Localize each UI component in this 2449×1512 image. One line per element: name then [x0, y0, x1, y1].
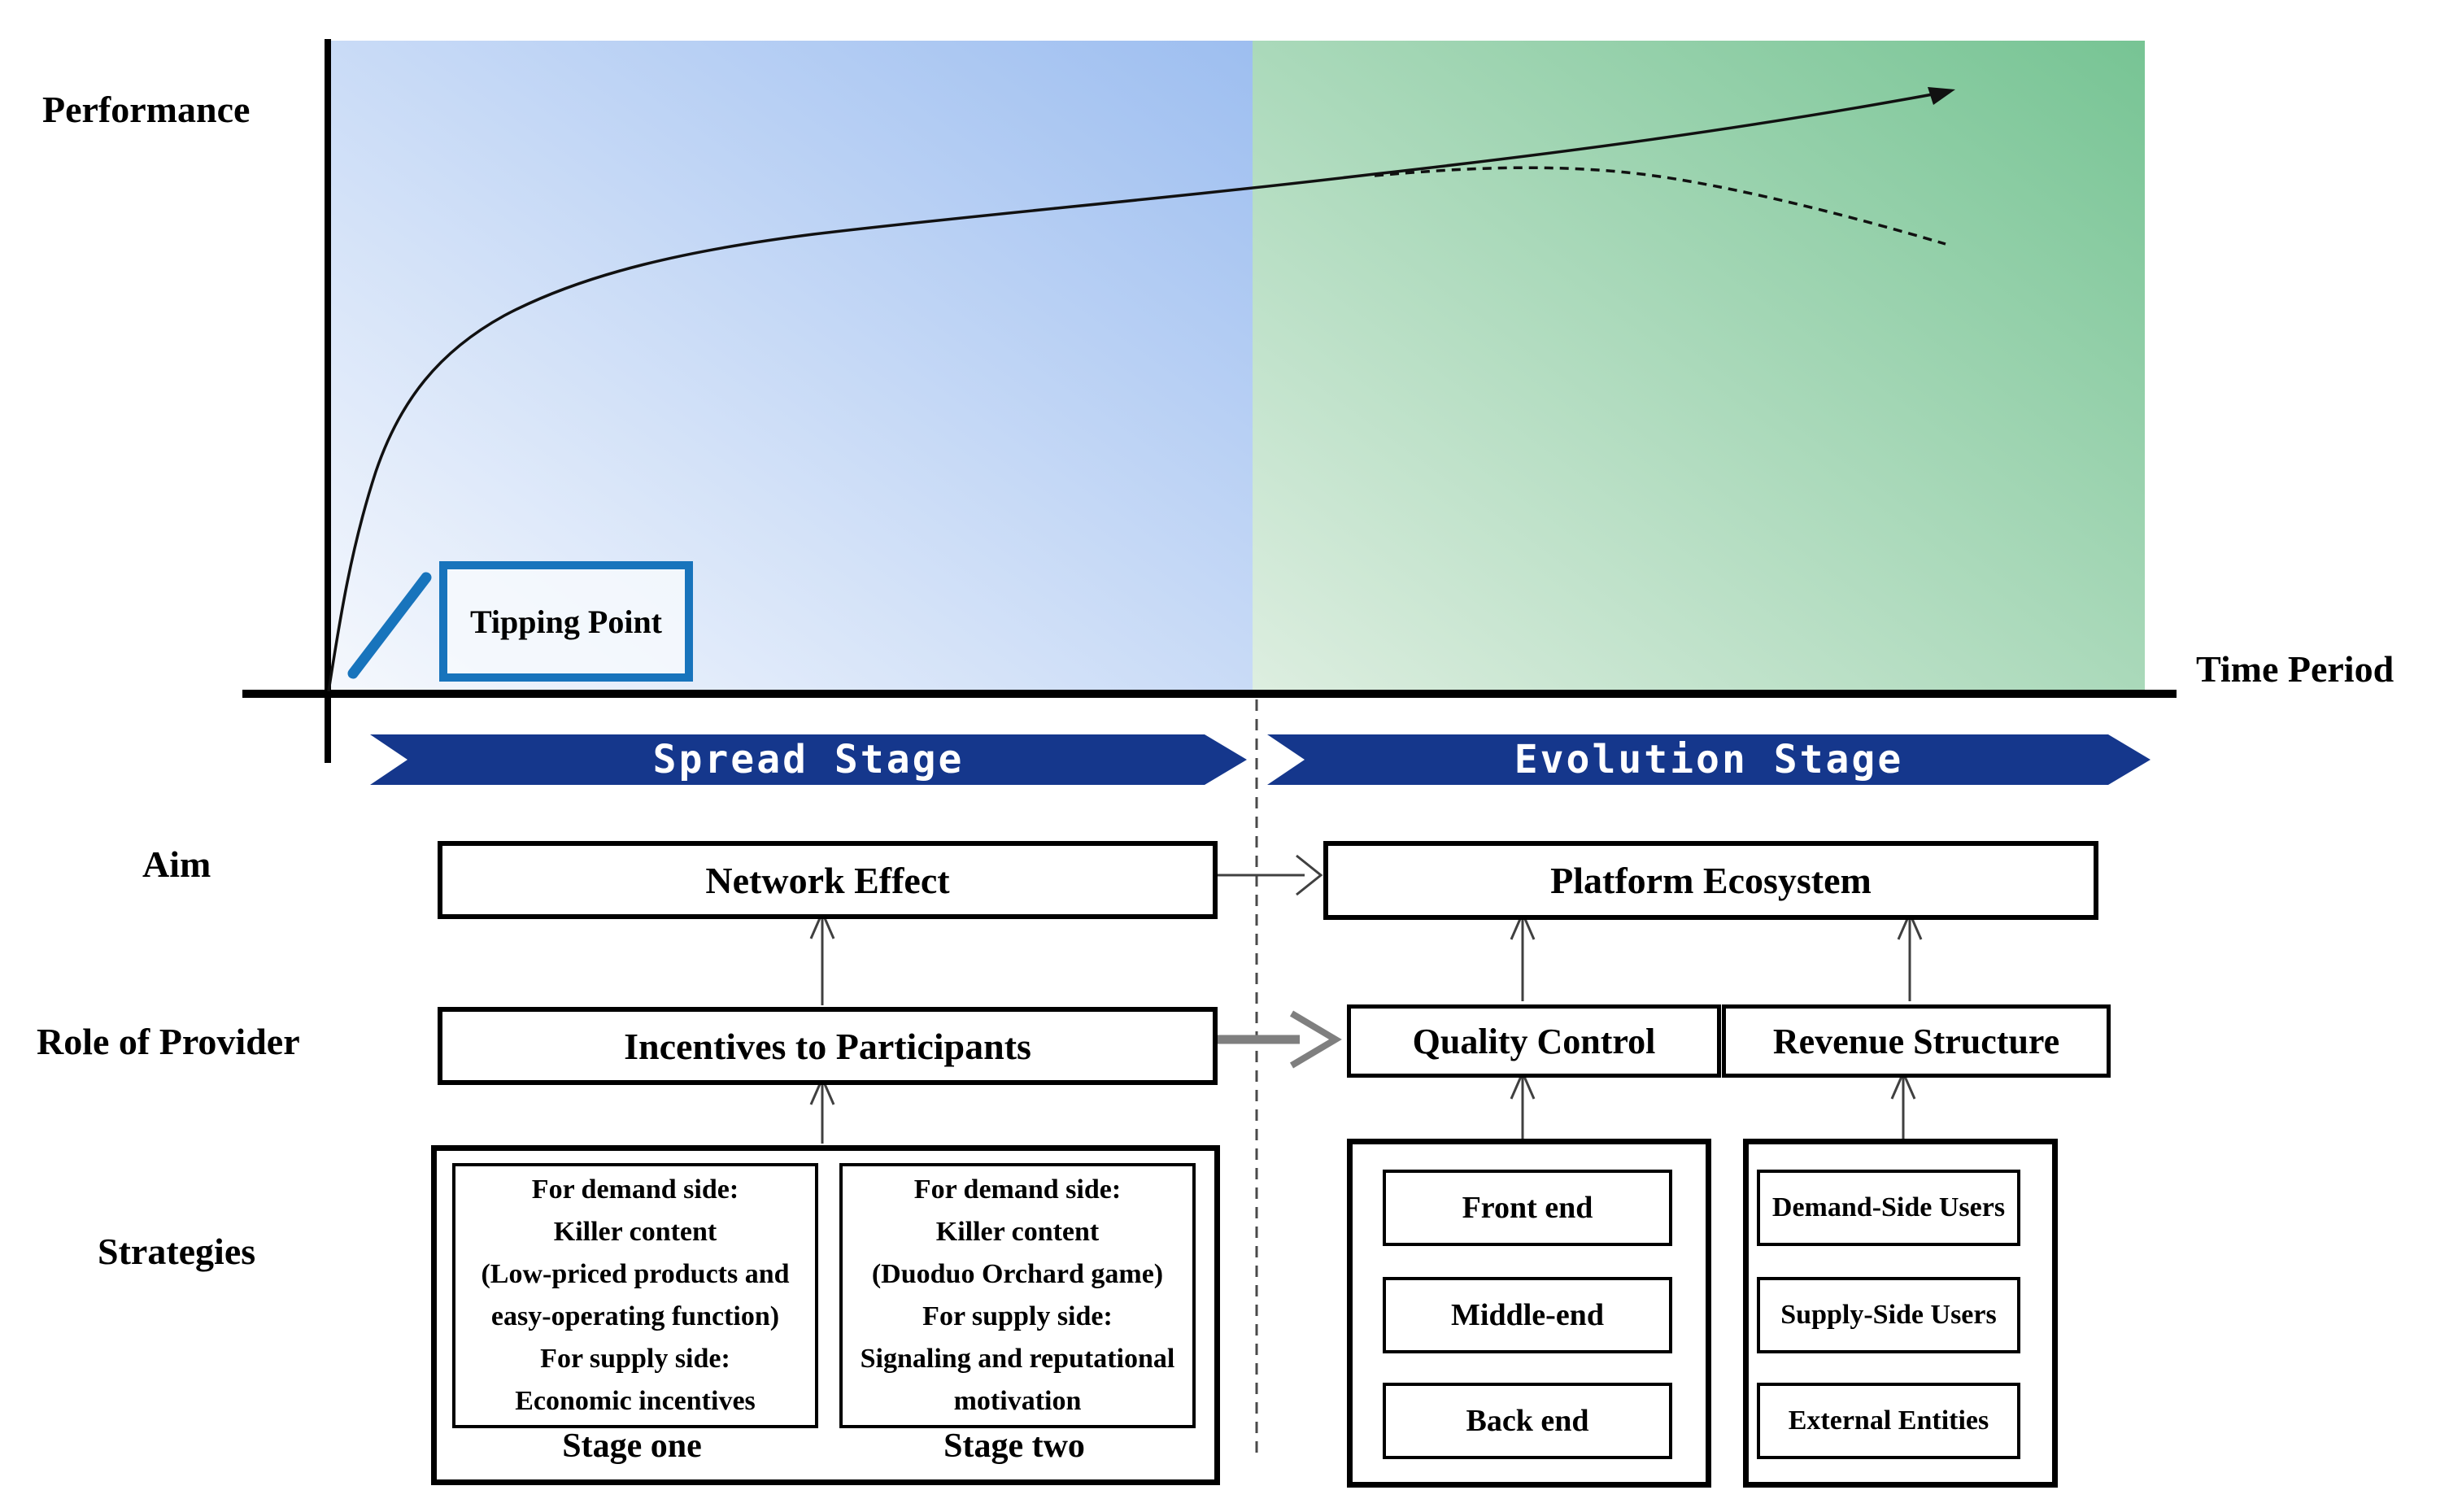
stage-two-strategy-box: For demand side: Killer content (Duoduo … — [839, 1163, 1196, 1428]
stage-two-line: Killer content — [935, 1217, 1100, 1247]
quality-control-box: Quality Control — [1347, 1004, 1721, 1078]
network-effect-box: Network Effect — [438, 841, 1218, 919]
evolution-stage-region — [1253, 41, 2145, 691]
middle-end-box: Middle-end — [1383, 1277, 1672, 1353]
performance-solid-curve — [327, 89, 1951, 692]
stage-one-line: Economic incentives — [515, 1386, 756, 1416]
row-label-aim: Aim — [142, 843, 211, 885]
incentives-to-participants-box: Incentives to Participants — [438, 1007, 1218, 1085]
stage-two-line: For demand side: — [913, 1174, 1122, 1205]
external-entities-box: External Entities — [1757, 1383, 2020, 1459]
tipping-point-slash-icon — [347, 572, 432, 679]
stage-one-caption: Stage one — [562, 1427, 702, 1465]
stage-one-strategy-box: For demand side: Killer content (Low-pri… — [452, 1163, 818, 1428]
revenue-structure-box: Revenue Structure — [1722, 1004, 2111, 1078]
arrow-incentives-to-quality-head — [1289, 1010, 1342, 1069]
stage-one-line: Killer content — [553, 1217, 717, 1247]
y-axis-label: Performance — [42, 89, 251, 130]
supply-side-users-box: Supply-Side Users — [1757, 1277, 2020, 1353]
stage-one-line: For supply side: — [540, 1344, 730, 1374]
arrow-network-to-platform-head — [1296, 854, 1323, 896]
stage-two-line: Signaling and reputational — [860, 1344, 1175, 1374]
front-end-box: Front end — [1383, 1170, 1672, 1246]
stage-one-line: easy-operating function) — [490, 1301, 780, 1331]
stage-two-line: motivation — [953, 1386, 1082, 1416]
spread-stage-banner: Spread Stage — [370, 734, 1247, 785]
row-label-role-of-provider: Role of Provider — [37, 1021, 300, 1062]
evolution-stage-banner: Evolution Stage — [1267, 734, 2151, 785]
demand-side-users-box: Demand-Side Users — [1757, 1170, 2020, 1246]
stage-one-line: (Low-priced products and — [481, 1259, 790, 1289]
x-axis-label: Time Period — [2196, 648, 2395, 690]
stage-one-line: For demand side: — [531, 1174, 739, 1205]
stage-two-line: (Duoduo Orchard game) — [871, 1259, 1164, 1289]
solid-curve-arrowhead — [1928, 87, 1955, 105]
stage-two-line: For supply side: — [922, 1301, 1113, 1331]
platform-ecosystem-box: Platform Ecosystem — [1323, 841, 2098, 920]
back-end-box: Back end — [1383, 1383, 1672, 1459]
stage-two-caption: Stage two — [943, 1427, 1085, 1465]
tipping-point-callout: Tipping Point — [439, 561, 693, 682]
row-label-strategies: Strategies — [98, 1231, 256, 1272]
